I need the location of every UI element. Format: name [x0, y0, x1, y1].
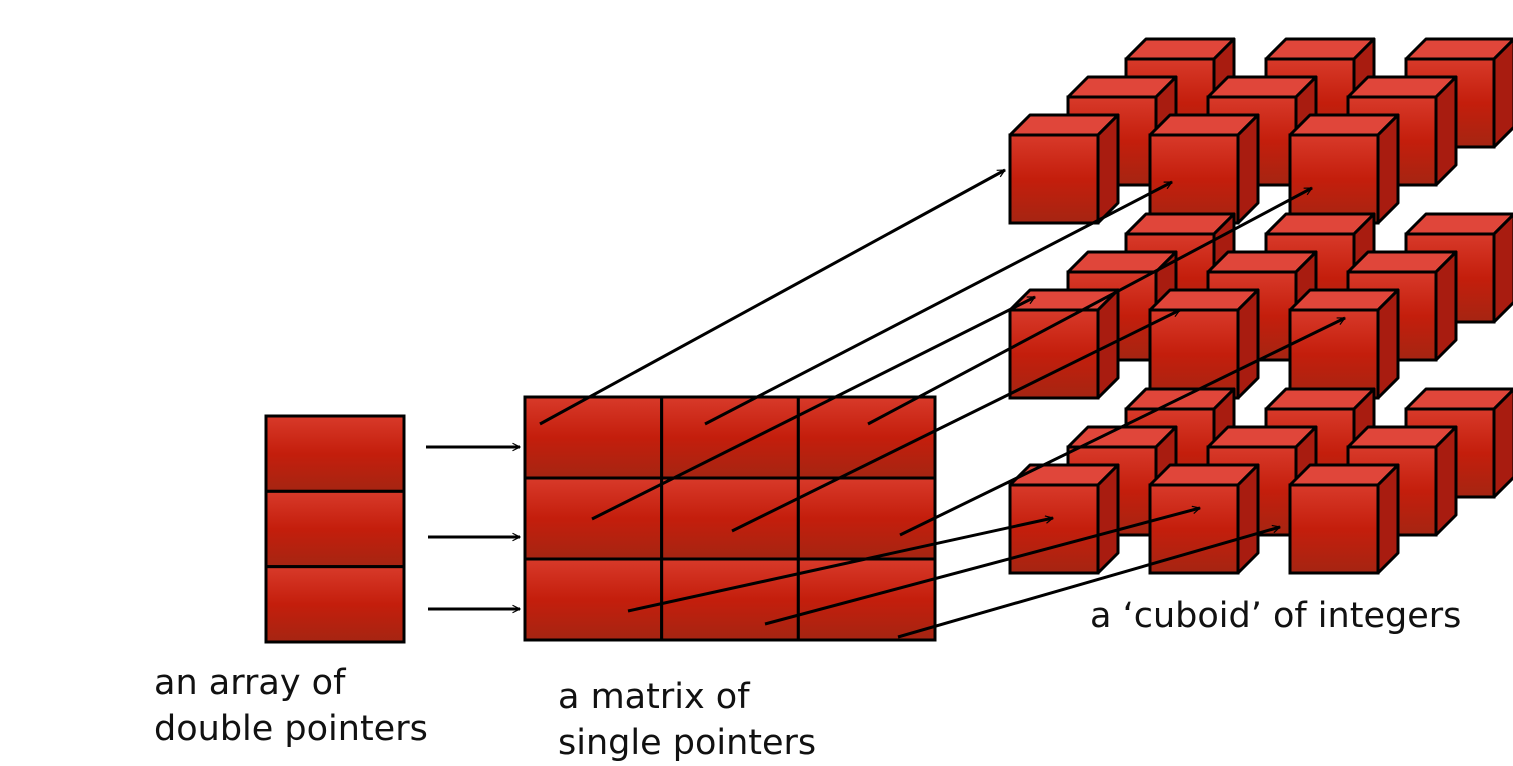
pointer-arrow	[897, 527, 1280, 639]
matrix-cell	[523, 395, 664, 480]
pointer-arrow	[539, 168, 1005, 426]
matrix-cell	[523, 557, 664, 642]
cube-front-face	[1288, 483, 1380, 575]
cube-side-face	[1492, 212, 1513, 324]
integer-cube	[1008, 113, 1120, 225]
cube-side-face	[1376, 113, 1400, 225]
matrix-label: a matrix of single pointers	[558, 674, 816, 766]
cube-side-face	[1434, 425, 1458, 537]
integer-cuboid	[1008, 37, 1513, 575]
cube-front-face	[1148, 133, 1240, 225]
integer-cube	[1008, 463, 1120, 575]
cube-front-face	[1288, 133, 1380, 225]
array-label: an array of double pointers	[154, 660, 428, 752]
cube-front-face	[1148, 308, 1240, 400]
array-cell	[264, 414, 406, 493]
cube-side-face	[1376, 288, 1400, 400]
cube-side-face	[1096, 113, 1120, 225]
pointer-arrow	[627, 518, 1053, 613]
cube-side-face	[1434, 75, 1458, 187]
integer-cube	[1148, 463, 1260, 575]
matrix-cell	[660, 476, 800, 561]
array-cell	[264, 565, 406, 644]
pointer-arrow	[899, 316, 1345, 537]
integer-cube	[1288, 463, 1400, 575]
cube-front-face	[1148, 483, 1240, 575]
cube-side-face	[1434, 250, 1458, 362]
cube-front-face	[1008, 133, 1100, 225]
integer-cube	[1148, 288, 1260, 400]
pointer-arrow	[704, 180, 1172, 426]
single-pointer-matrix	[523, 395, 937, 642]
cube-side-face	[1236, 113, 1260, 225]
matrix-label-line-2: single pointers	[558, 723, 817, 763]
matrix-cell	[660, 395, 800, 480]
pointer-arrow	[867, 186, 1312, 426]
matrix-cell	[796, 476, 937, 561]
cube-front-face	[1008, 308, 1100, 400]
integer-cube	[1148, 113, 1260, 225]
integer-cube	[1288, 288, 1400, 400]
cube-front-face	[1008, 483, 1100, 575]
integer-cube	[1288, 113, 1400, 225]
double-pointer-array	[264, 414, 406, 644]
matrix-cell	[796, 557, 937, 642]
array-cell	[264, 489, 406, 569]
cube-side-face	[1096, 463, 1120, 575]
cube-side-face	[1376, 463, 1400, 575]
cube-side-face	[1492, 37, 1513, 149]
pointer-arrow	[764, 508, 1200, 626]
matrix-label-line-1: a matrix of	[558, 677, 750, 717]
integer-cube	[1008, 288, 1120, 400]
cuboid-label: a ‘cuboid’ of integers	[1090, 596, 1462, 636]
cube-side-face	[1492, 387, 1513, 499]
pointer-arrows	[426, 168, 1345, 639]
pointer-arrow	[591, 295, 1035, 521]
array-label-line-1: an array of	[154, 663, 346, 703]
cube-side-face	[1236, 288, 1260, 400]
array-label-line-2: double pointers	[154, 709, 428, 749]
pointer-arrow	[731, 308, 1180, 533]
cube-side-face	[1236, 463, 1260, 575]
